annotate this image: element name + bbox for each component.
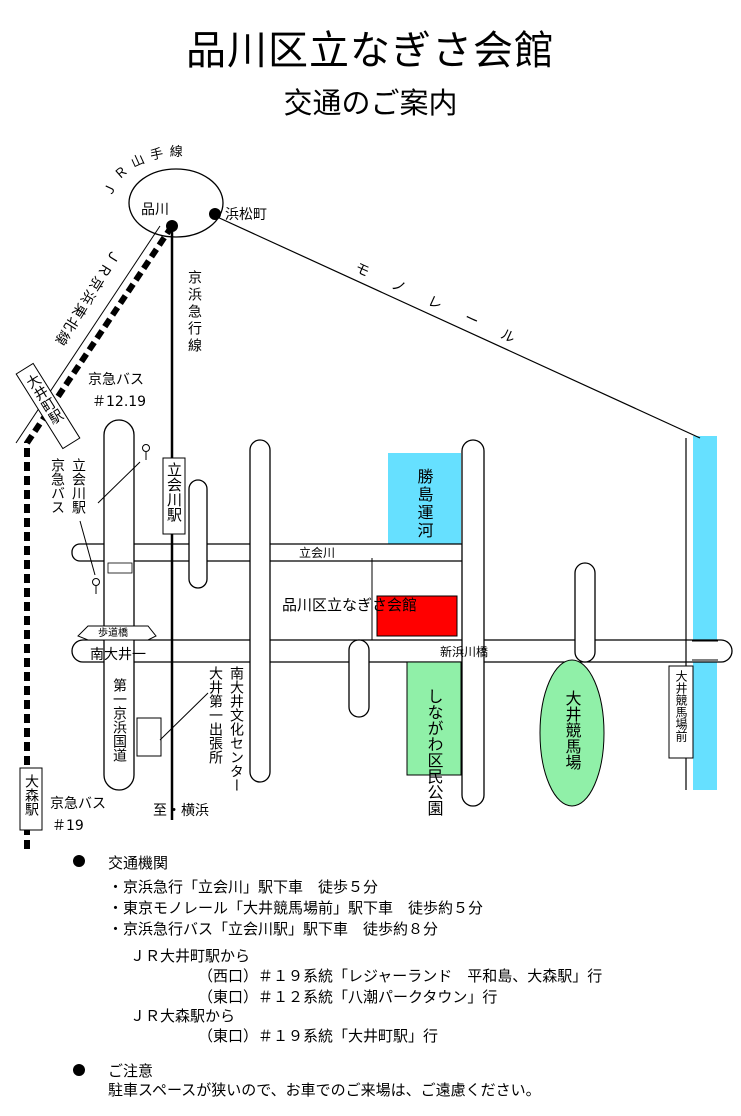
oi-race-course — [539, 659, 605, 807]
tachiaigawa-bus-col2: 京急バス — [49, 458, 65, 514]
pedestrian-bridge-shape — [77, 625, 157, 641]
race-course-label: 大井競馬場 — [563, 690, 582, 771]
info-line-1: ・京浜急行「立会川」駅下車 徒歩５分 — [108, 878, 379, 896]
nagisa-hall-building — [376, 595, 458, 637]
road-v2 — [249, 439, 271, 783]
bullet-icon — [73, 1064, 85, 1076]
info-line-3: ・京浜急行バス「立会川駅」駅下車 徒歩約８分 — [108, 920, 439, 938]
keikyu-bus-2: 京急バス — [50, 796, 106, 812]
omori-station-label: 大森駅 — [23, 774, 39, 816]
road-v3 — [348, 639, 370, 718]
keikyu-line-label: 京浜急行線 — [186, 270, 202, 355]
hamamatsucho-label: 浜松町 — [225, 207, 267, 223]
katsushima-label: 勝島運河 — [415, 468, 434, 540]
tachiaigawa-river-label: 立会川 — [299, 545, 335, 560]
tachiaigawa-bridge — [107, 562, 133, 574]
race-course-station-label: 大井競馬場前 — [674, 670, 688, 742]
bullet-icon — [73, 855, 85, 867]
to-yokohama-label: 至・横浜 — [153, 803, 209, 819]
road-v5 — [574, 562, 596, 663]
omori-from: ＪＲ大森駅から — [130, 1007, 236, 1025]
monorail-label: モノレール — [352, 260, 541, 357]
keikyu-bus-2-no: ＃19 — [52, 818, 84, 834]
road-v1 — [188, 479, 208, 589]
park-label: しながわ区民公園 — [425, 688, 444, 816]
notice-text: 駐車スペースが狭いので、お車でのご来場は、ご遠慮ください。 — [108, 1081, 541, 1099]
page-subtitle: 交通のご案内 — [283, 86, 458, 120]
keihin-canal — [693, 436, 717, 790]
pedestrian-bridge-label: 歩道橋 — [98, 626, 128, 639]
road-minami-oi — [71, 639, 733, 663]
info-line-2: ・東京モノレール「大井競馬場前」駅下車 徒歩約５分 — [108, 899, 484, 917]
shinagawa-station-dot — [166, 220, 178, 232]
keikyu-bus-1: 京急バス — [88, 372, 144, 388]
minami-oi-bunka-center — [136, 717, 162, 757]
katsushima-canal — [388, 453, 461, 558]
yamanote-line — [128, 168, 224, 238]
road-daiichi-keihin — [103, 419, 135, 791]
access-map: ＪＲ山手線 品川 浜松町 ＪＲ京浜東北線 京浜急行線 モノレール 大井町駅 京急… — [15, 144, 733, 852]
oimachi-east: （東口）＃１２系統「八潮パークタウン」行 — [198, 988, 498, 1006]
minami-oi-label: 南大井一 — [90, 647, 146, 663]
shinagawa-kumin-park — [406, 661, 462, 776]
page-title: 品川区立なぎさ会館 — [186, 28, 555, 74]
notice-heading: ご注意 — [108, 1062, 154, 1080]
monorail-line — [214, 215, 701, 439]
omori-station-box — [19, 767, 43, 831]
tachiaigawa-bus-col1: 立会川駅 — [70, 458, 86, 514]
keihin-tohoku-line — [24, 224, 175, 852]
shinhamakawa-label: 新浜川橋 — [440, 644, 488, 659]
race-course-station-box — [668, 665, 694, 759]
hamamatsucho-station-dot — [209, 208, 221, 220]
shinagawa-label: 品川 — [141, 202, 169, 218]
nagisa-hall-label: 品川区立なぎさ会館 — [282, 596, 417, 614]
road-v4 — [461, 439, 485, 807]
oimachi-station-box — [15, 362, 81, 450]
oimachi-west: （西口）＃１９系統「レジャーランド 平和島、大森駅」行 — [198, 967, 603, 985]
bunka-center-label: 南大井文化センター — [228, 666, 244, 792]
tachiaigawa-station-label: 立会川駅 — [165, 462, 183, 522]
oimachi-from: ＪＲ大井町駅から — [130, 947, 251, 965]
oi-branch-label: 大井第一出張所 — [207, 666, 223, 764]
daiichi-keihin-label: 第一京浜国道 — [111, 677, 127, 763]
transport-heading: 交通機関 — [108, 854, 169, 872]
keikyu-bus-1-no: ＃12.19 — [92, 394, 146, 410]
tachiaigawa-station-box — [162, 457, 186, 535]
omori-east: （東口）＃１９系統「大井町駅」行 — [198, 1027, 439, 1045]
